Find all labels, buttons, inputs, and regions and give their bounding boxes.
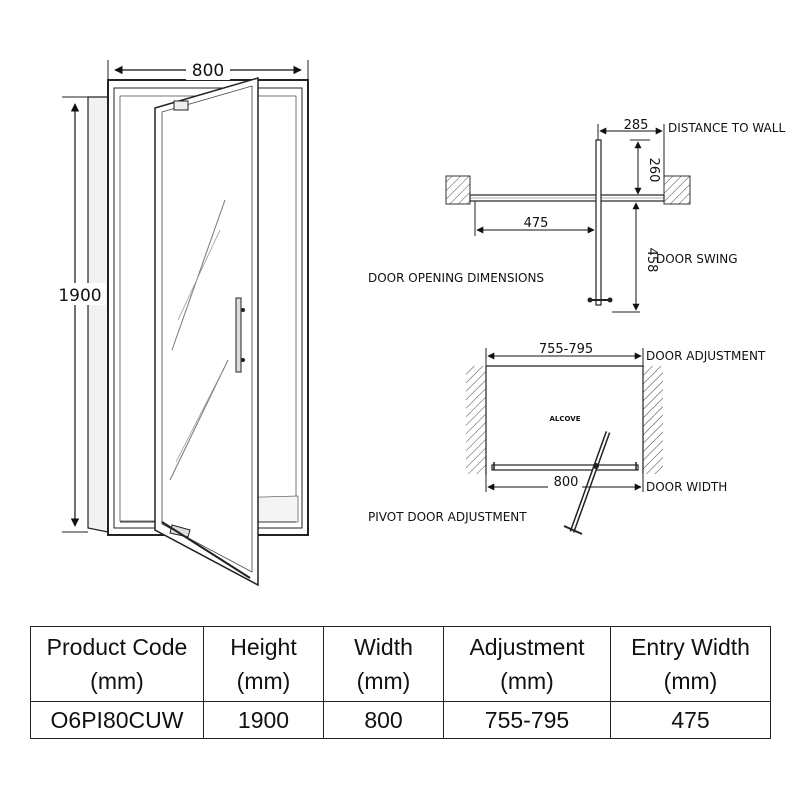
header-product-code: Product Code(mm) bbox=[30, 626, 204, 702]
cell-width: 800 bbox=[323, 701, 444, 739]
cell-height: 1900 bbox=[203, 701, 324, 739]
pivot-adjustment-plan: ALCOVE 755-795 DOOR ADJUSTMENT 800 DOOR … bbox=[368, 342, 766, 535]
alcove-label: ALCOVE bbox=[550, 415, 581, 423]
pivot-adjustment-title: PIVOT DOOR ADJUSTMENT bbox=[368, 510, 527, 524]
adjustment-dim-label: 755-795 bbox=[539, 342, 593, 357]
swinging-door bbox=[595, 139, 602, 306]
swing-dim-label: 458 bbox=[644, 248, 659, 273]
adjustment-caption: DOOR ADJUSTMENT bbox=[646, 349, 766, 363]
alcove-left-wall bbox=[466, 366, 486, 474]
pivot-width-dim-label: 800 bbox=[554, 475, 579, 490]
depth-dim-label: 260 bbox=[646, 158, 661, 183]
front-height-label: 1900 bbox=[58, 286, 101, 306]
cell-product-code: O6PI80CUW bbox=[30, 701, 204, 739]
opening-dim-label: 475 bbox=[524, 216, 549, 231]
shower-door-technical-drawing: 800 1900 285 DISTANCE TO WALL 260 475 bbox=[52, 58, 786, 587]
cell-adjustment: 755-795 bbox=[443, 701, 611, 739]
side-wall bbox=[87, 96, 109, 533]
width-caption: DOOR WIDTH bbox=[646, 480, 727, 494]
alcove-right-wall bbox=[643, 366, 663, 474]
door-opening-title: DOOR OPENING DIMENSIONS bbox=[368, 271, 544, 285]
pivot-track bbox=[491, 464, 639, 471]
glass-door-panel bbox=[154, 77, 259, 587]
front-width-label: 800 bbox=[192, 61, 224, 81]
right-wall-stub bbox=[663, 175, 691, 205]
bottom-pivot-hinge bbox=[169, 524, 191, 538]
header-height: Height(mm) bbox=[203, 626, 324, 702]
cell-entry-width: 475 bbox=[610, 701, 771, 739]
header-width: Width(mm) bbox=[323, 626, 444, 702]
front-view: 800 1900 bbox=[52, 58, 309, 587]
header-entry-width: Entry Width(mm) bbox=[610, 626, 771, 702]
table-header-row: Product Code(mm) Height(mm) Width(mm) Ad… bbox=[30, 626, 771, 702]
top-pivot-hinge bbox=[173, 100, 189, 111]
distance-caption: DISTANCE TO WALL bbox=[668, 121, 785, 135]
swing-caption: DOOR SWING bbox=[656, 252, 738, 266]
table-row: O6PI80CUW 1900 800 755-795 475 bbox=[30, 701, 771, 739]
specification-table: Product Code(mm) Height(mm) Width(mm) Ad… bbox=[30, 626, 771, 739]
left-wall-stub bbox=[445, 175, 471, 205]
distance-dim-label: 285 bbox=[624, 118, 649, 133]
door-opening-plan: 285 DISTANCE TO WALL 260 475 458 DOOR SW… bbox=[368, 118, 785, 313]
door-handle bbox=[235, 297, 242, 373]
header-adjustment: Adjustment(mm) bbox=[443, 626, 611, 702]
